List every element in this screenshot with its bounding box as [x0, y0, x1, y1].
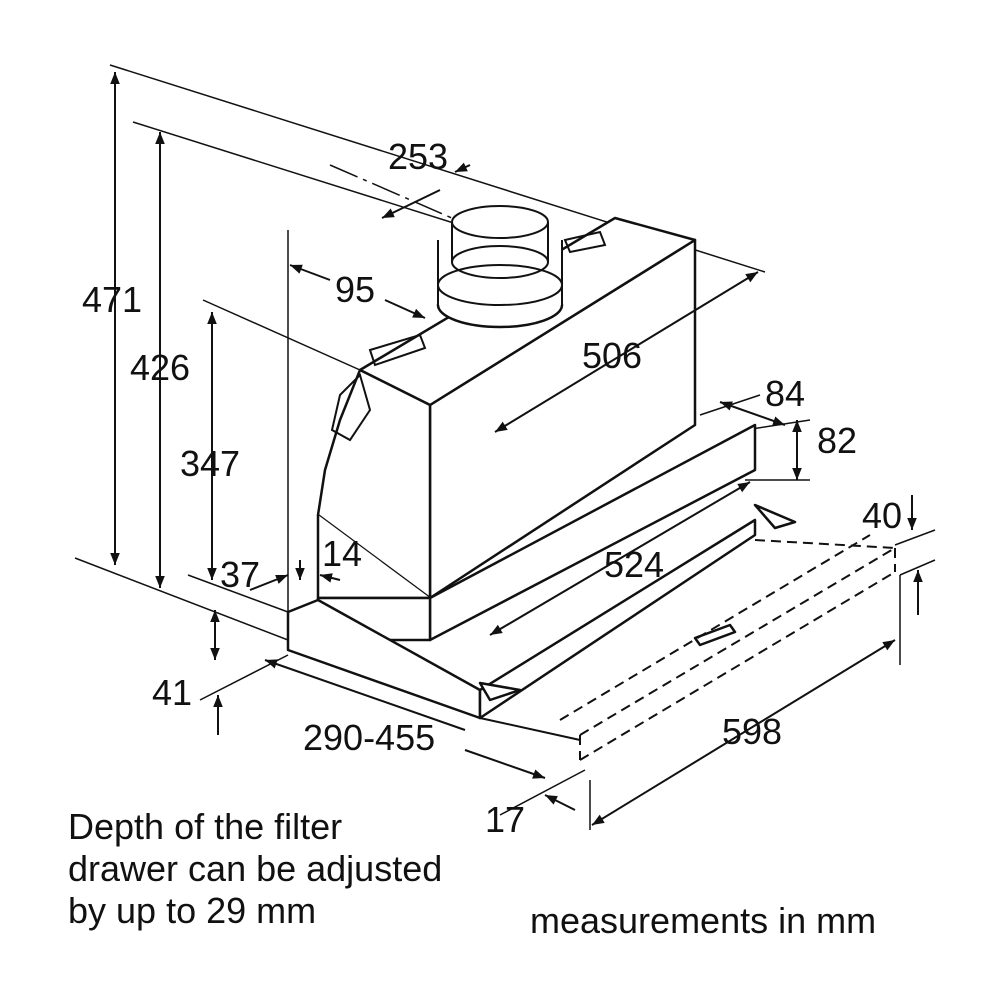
- filter-note-line-1: Depth of the filter: [68, 806, 343, 847]
- dimension-17: 17: [485, 799, 526, 840]
- dimension-41: 41: [152, 672, 193, 713]
- dimension-82: 82: [817, 420, 858, 461]
- filter-note-line-3: by up to 29 mm: [68, 890, 317, 931]
- dimension-506: 506: [582, 335, 643, 376]
- dimension-471: 471: [82, 279, 143, 320]
- dimension-426: 426: [130, 347, 191, 388]
- filter-note: Depth of the filter drawer can be adjust…: [68, 806, 442, 932]
- dimension-290-455: 290-455: [303, 717, 436, 758]
- dimension-84: 84: [765, 373, 806, 414]
- units-note: measurements in mm: [530, 900, 877, 941]
- dimension-40: 40: [862, 495, 903, 536]
- dimension-524: 524: [604, 544, 665, 585]
- dimension-95: 95: [335, 269, 376, 310]
- dimension-347: 347: [180, 443, 241, 484]
- dimension-14: 14: [322, 533, 363, 574]
- dimension-lines: [110, 72, 923, 826]
- dimension-253: 253: [388, 136, 449, 177]
- filter-note-line-2: drawer can be adjusted: [68, 848, 443, 889]
- dimension-37: 37: [220, 554, 261, 595]
- dimension-598: 598: [722, 711, 783, 752]
